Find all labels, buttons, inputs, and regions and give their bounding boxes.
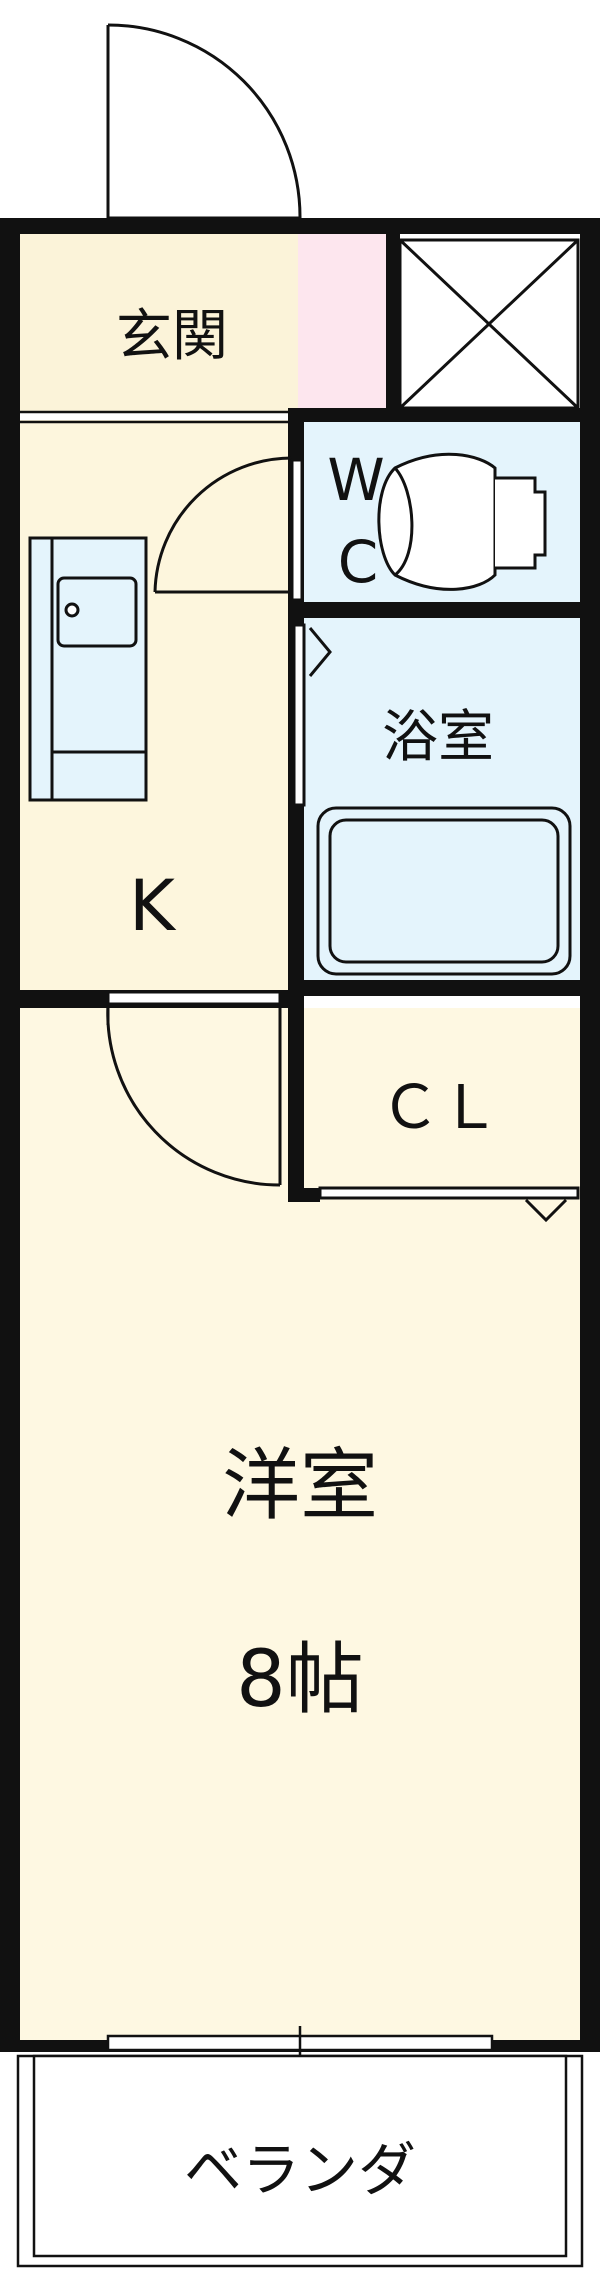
balcony-label: ベランダ (184, 2136, 416, 2204)
balcony (16, 2054, 584, 2268)
bath-label: 浴室 (382, 705, 494, 770)
entrance-area (18, 232, 298, 412)
entrance-label: 玄関 (116, 304, 228, 369)
entrance-pink-strip (298, 232, 386, 412)
kitchen-label: K (129, 865, 177, 947)
entrance-step (20, 410, 290, 424)
western-room-lower-right (290, 1192, 582, 2048)
pipe-shaft (398, 238, 580, 410)
western-room-door (106, 990, 282, 1187)
balcony-window (106, 2026, 494, 2060)
wc-label-w: W (327, 446, 384, 514)
closet-label: ＣＬ (380, 1073, 500, 1143)
toilet (377, 452, 547, 591)
bath-door (292, 623, 332, 807)
wc-label-c: C (338, 528, 379, 596)
wc-door (153, 456, 304, 602)
bathtub (316, 806, 572, 976)
entrance-door (106, 23, 302, 230)
western-room-size: 8帖 (236, 1635, 364, 1725)
kitchen-counter (28, 536, 148, 802)
closet-door (318, 1186, 580, 1223)
western-room-label: 洋室 (222, 1441, 378, 1531)
walls (0, 218, 600, 2052)
